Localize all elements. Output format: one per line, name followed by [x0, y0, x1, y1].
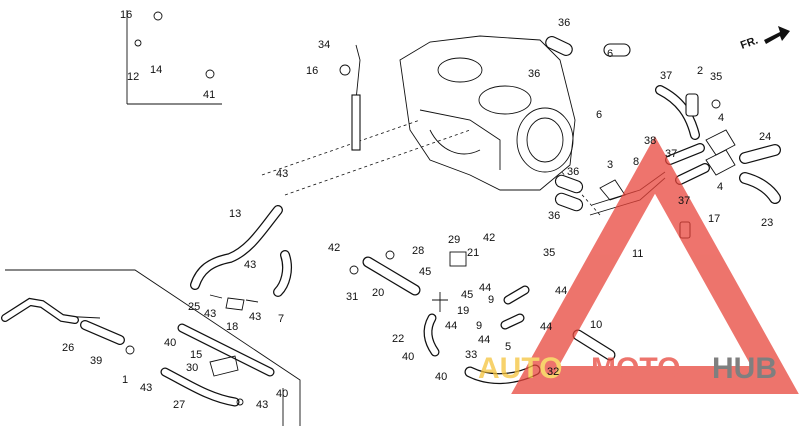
- front-arrow-icon: [764, 26, 790, 44]
- callout: 9: [476, 320, 482, 332]
- callout: 43: [140, 382, 152, 394]
- callout: 34: [318, 39, 330, 51]
- callout: 37: [665, 148, 677, 160]
- center-hoses: [190, 205, 616, 385]
- callout: 21: [467, 247, 479, 259]
- watermark-word-auto: AUTO: [478, 352, 562, 385]
- callout: 16: [306, 65, 318, 77]
- inset-hose-assembly: [126, 10, 222, 105]
- clip-icon: [153, 11, 163, 21]
- callout: 36: [528, 68, 540, 80]
- callout: 44: [479, 282, 491, 294]
- callout: 7: [278, 313, 284, 325]
- callout: 40: [164, 337, 176, 349]
- callout: 33: [465, 349, 477, 361]
- watermark-logo: AUTO MOTO HUB: [478, 136, 799, 394]
- callout: 26: [62, 342, 74, 354]
- callout: 8: [633, 156, 639, 168]
- callout: 24: [759, 131, 771, 143]
- callout: 6: [596, 109, 602, 121]
- callout: 1: [122, 374, 128, 386]
- callout: 44: [540, 321, 552, 333]
- callout: 36: [567, 166, 579, 178]
- callout: 41: [203, 89, 215, 101]
- front-marker-label: FR.: [739, 34, 760, 51]
- callout: 44: [445, 320, 457, 332]
- callout: 18: [226, 321, 238, 333]
- callout: 40: [276, 388, 288, 400]
- callout: 43: [276, 168, 288, 180]
- callout: 43: [256, 399, 268, 411]
- callout: 38: [644, 135, 656, 147]
- callout: 6: [607, 48, 613, 60]
- callout: 5: [505, 341, 511, 353]
- callout: 29: [448, 234, 460, 246]
- callout: 36: [558, 17, 570, 29]
- callout: 14: [150, 64, 162, 76]
- callout: 13: [229, 208, 241, 220]
- watermark-word-hub: HUB: [712, 352, 777, 385]
- bottom-left-parts: [1, 269, 301, 426]
- callout: 39: [90, 355, 102, 367]
- callout: 4: [718, 112, 724, 124]
- callout: 40: [435, 371, 447, 383]
- callout: 35: [710, 71, 722, 83]
- carburetor-assembly: [399, 35, 576, 191]
- callout: 37: [660, 70, 672, 82]
- callout: 22: [392, 333, 404, 345]
- callout: 10: [590, 319, 602, 331]
- callout: 20: [372, 287, 384, 299]
- callout: 11: [632, 248, 643, 260]
- callout: 43: [249, 311, 261, 323]
- callout: 40: [402, 351, 414, 363]
- callout: 23: [761, 217, 773, 229]
- callout: 16: [120, 9, 132, 21]
- callout: 37: [678, 195, 690, 207]
- callout: 3: [607, 159, 613, 171]
- callout: 36: [548, 210, 560, 222]
- callout: 2: [697, 65, 703, 77]
- callout: 28: [412, 245, 424, 257]
- callout: 31: [346, 291, 358, 303]
- callout: 45: [419, 266, 431, 278]
- callout: 12: [127, 71, 139, 83]
- callout: 45: [461, 289, 473, 301]
- front-direction-marker: FR.: [739, 26, 790, 52]
- callout: 42: [328, 242, 340, 254]
- callout: 44: [555, 285, 567, 297]
- callout: 43: [244, 259, 256, 271]
- callout: 35: [543, 247, 555, 259]
- callout: 42: [483, 232, 495, 244]
- callout: 32: [547, 366, 559, 378]
- clamp-icon: [134, 39, 142, 47]
- callout: 43: [204, 308, 216, 320]
- callout: 4: [717, 181, 723, 193]
- clamp-icon: [205, 69, 215, 79]
- callout-labels: 16 14 12 41 34 16 36 36 6 6 2 35 37 38 4…: [62, 9, 773, 411]
- callout: 27: [173, 399, 185, 411]
- callout: 15: [190, 349, 202, 361]
- right-hoses: [545, 36, 781, 239]
- callout: 25: [188, 301, 200, 313]
- callout: 17: [708, 213, 720, 225]
- callout: 9: [488, 294, 494, 306]
- callout: 30: [186, 362, 198, 374]
- fuel-filter: [339, 44, 361, 151]
- callout: 19: [457, 305, 469, 317]
- watermark-word-moto: MOTO: [591, 352, 680, 385]
- callout: 44: [478, 334, 490, 346]
